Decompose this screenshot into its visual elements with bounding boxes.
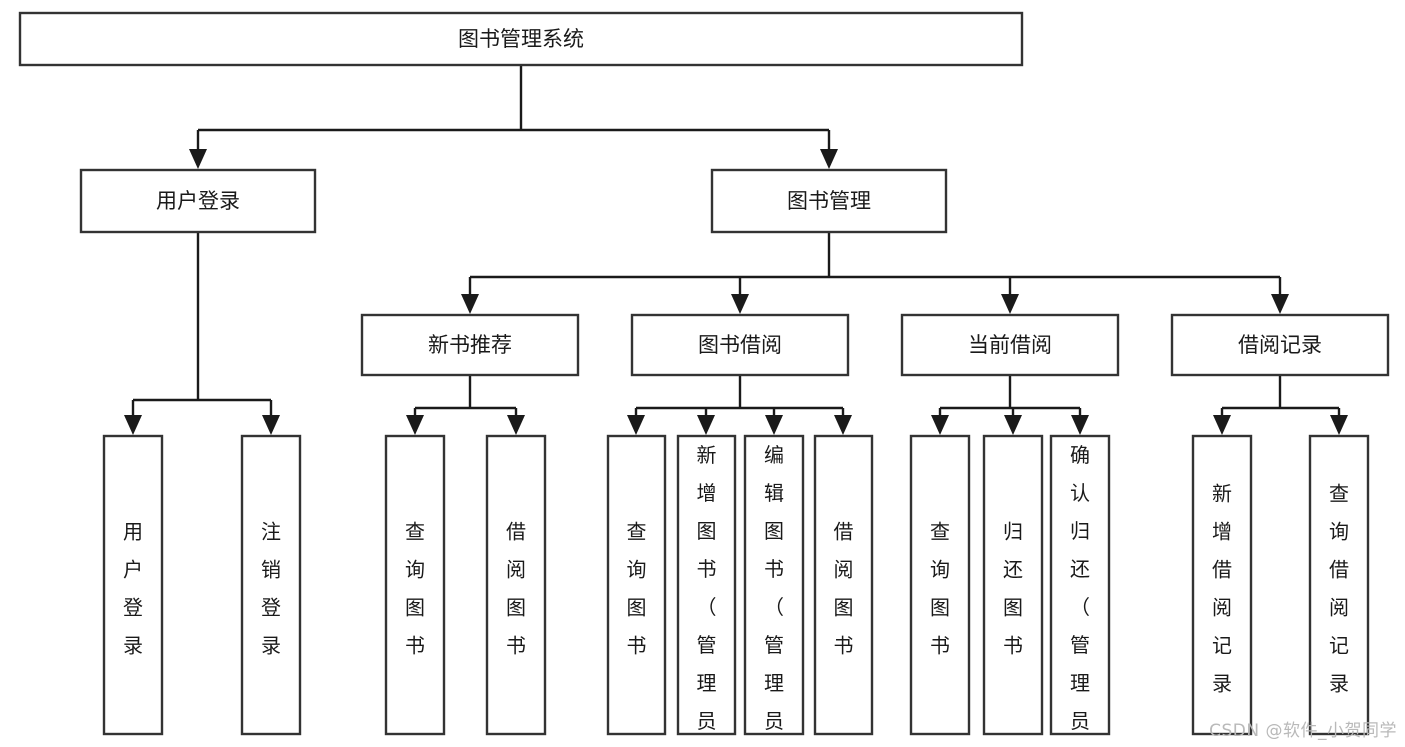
node-root-图书管理系统[interactable]: 图书管理系统	[18, 11, 1024, 67]
node-label: 查询图书	[930, 520, 950, 658]
node-leaf-return-book[interactable]: 归还图书	[982, 434, 1044, 736]
connector-group	[1213, 375, 1348, 435]
node-borrow-record[interactable]: 借阅记录	[1170, 313, 1390, 377]
node-user-login[interactable]: 用户登录	[79, 168, 317, 234]
node-label: 用户登录	[156, 189, 240, 213]
node-label: 图书借阅	[698, 333, 782, 357]
node-new-book-recommend[interactable]: 新书推荐	[360, 313, 580, 377]
node-label: 确认归还（管理员）	[1070, 443, 1090, 747]
node-label: 用户登录	[123, 520, 143, 658]
node-label: 查询借阅记录	[1329, 482, 1349, 696]
node-leaf-query-book-recommend[interactable]: 查询图书	[384, 434, 446, 736]
node-book-management[interactable]: 图书管理	[710, 168, 948, 234]
node-label: 归还图书	[1003, 520, 1023, 658]
node-label: 新增借阅记录	[1212, 482, 1232, 696]
connector-group	[461, 232, 1289, 314]
node-label: 新书推荐	[428, 333, 512, 357]
watermark-text: CSDN @软件_小贺同学	[1209, 721, 1397, 741]
connectors-layer	[124, 65, 1348, 435]
node-leaf-query-book-borrow[interactable]: 查询图书	[606, 434, 667, 736]
node-leaf-confirm-return[interactable]: 确认归还（管理员）	[1049, 434, 1111, 747]
connector-group	[189, 65, 838, 169]
node-label: 借阅图书	[834, 520, 854, 658]
node-label: 查询图书	[405, 520, 425, 658]
node-current-borrow[interactable]: 当前借阅	[900, 313, 1120, 377]
node-label: 借阅记录	[1238, 333, 1322, 357]
node-leaf-query-book-current[interactable]: 查询图书	[909, 434, 971, 736]
node-leaf-borrow-book-recommend[interactable]: 借阅图书	[485, 434, 547, 736]
node-leaf-logout[interactable]: 注销登录	[240, 434, 302, 736]
node-label: 图书管理系统	[458, 27, 584, 51]
node-label: 注销登录	[261, 520, 281, 658]
connector-group	[406, 375, 525, 435]
node-leaf-edit-book[interactable]: 编辑图书（管理员）	[743, 434, 805, 747]
node-label: 新增图书（管理员）	[697, 443, 717, 747]
node-leaf-user-login[interactable]: 用户登录	[102, 434, 164, 736]
node-label: 借阅图书	[506, 520, 526, 658]
node-leaf-query-borrow-record[interactable]: 查询借阅记录	[1308, 434, 1370, 736]
node-leaf-borrow-book[interactable]: 借阅图书	[813, 434, 874, 736]
node-leaf-add-borrow-record[interactable]: 新增借阅记录	[1191, 434, 1253, 736]
nodes-layer: 图书管理系统用户登录图书管理新书推荐图书借阅当前借阅借阅记录用户登录注销登录查询…	[18, 11, 1390, 747]
node-label: 当前借阅	[968, 333, 1052, 357]
connector-group	[627, 375, 852, 435]
connector-group	[124, 232, 280, 435]
node-label: 编辑图书（管理员）	[764, 443, 784, 747]
connector-group	[931, 375, 1089, 435]
node-leaf-add-book[interactable]: 新增图书（管理员）	[676, 434, 737, 747]
node-book-borrow[interactable]: 图书借阅	[630, 313, 850, 377]
node-label: 查询图书	[627, 520, 647, 658]
node-label: 图书管理	[787, 189, 871, 213]
